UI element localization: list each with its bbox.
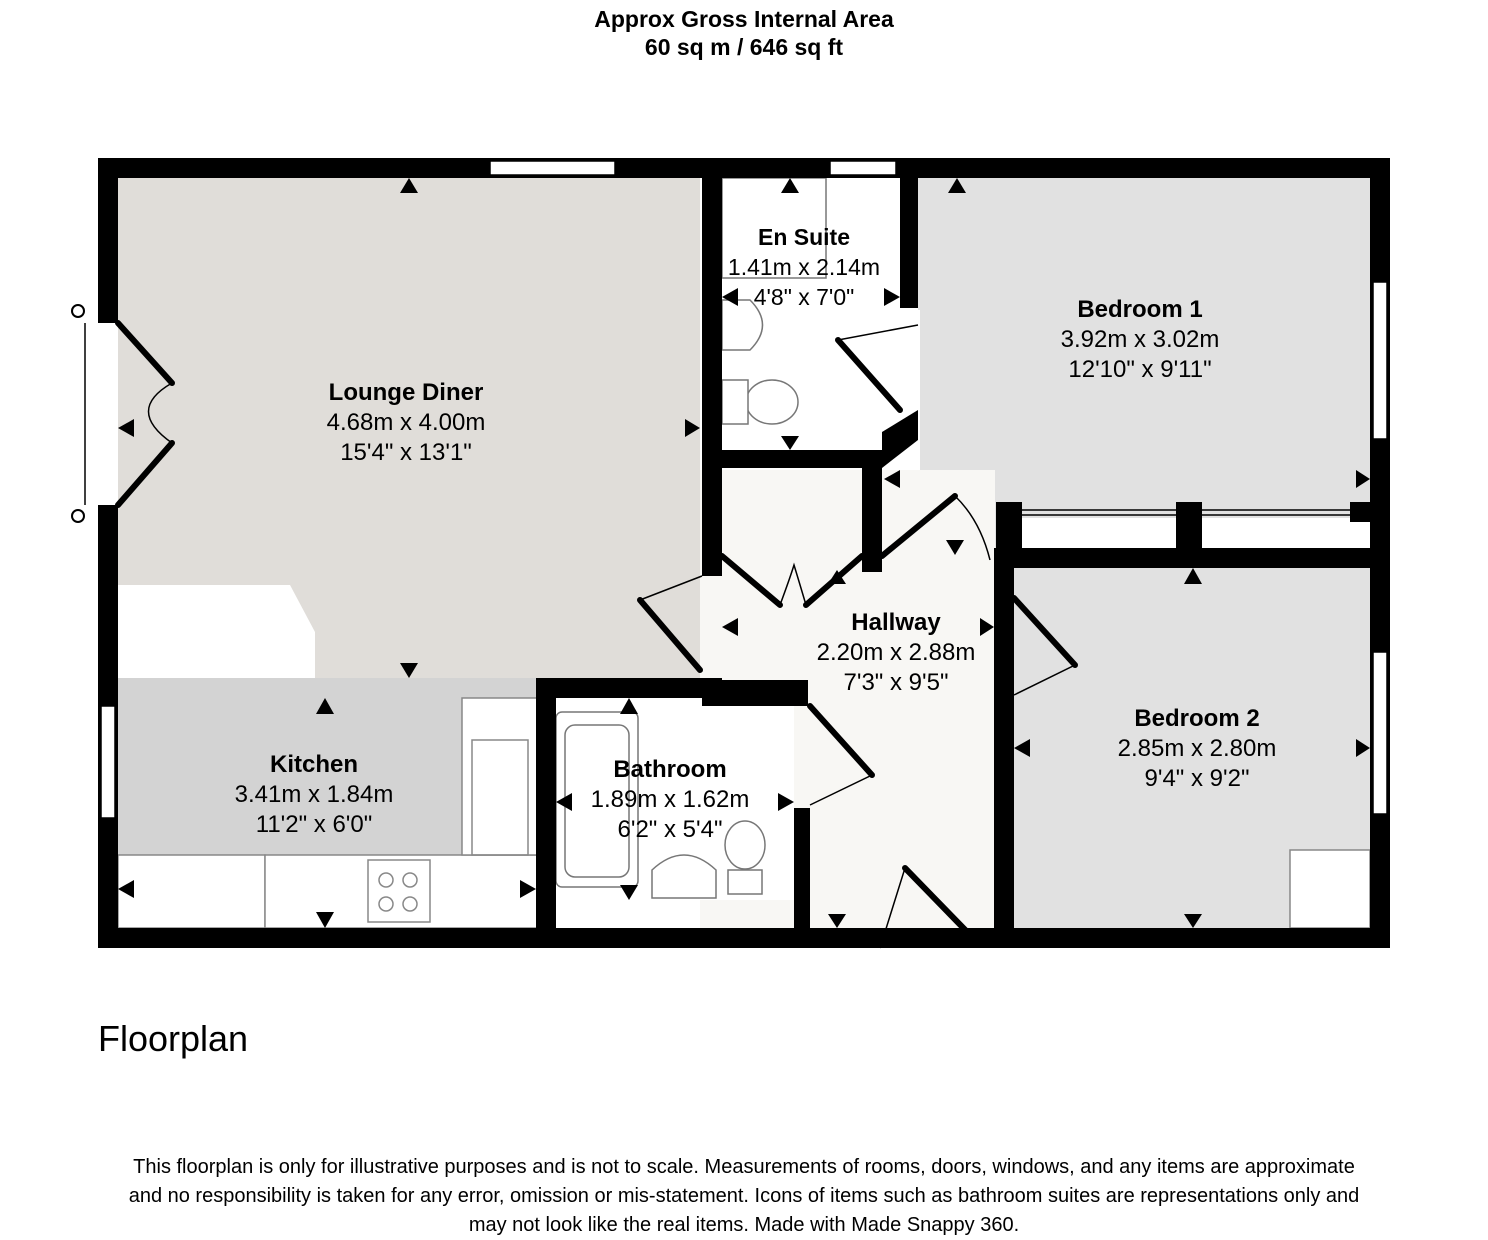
- lounge-label: Lounge Diner 4.68m x 4.00m 15'4" x 13'1": [256, 378, 556, 468]
- door-thick-lines: [115, 320, 1078, 943]
- bedroom1-imperial: 12'10" x 9'11": [1068, 356, 1212, 383]
- ensuite-fixtures: [721, 177, 827, 425]
- bedroom2-imperial: 9'4" x 9'2": [1144, 765, 1250, 792]
- bedroom1-name: Bedroom 1: [1077, 296, 1203, 323]
- measure-arrows: [118, 178, 1370, 928]
- floorplan-drawing: [71, 158, 1390, 949]
- area-title: Approx Gross Internal Area: [594, 6, 894, 32]
- ensuite-label: En Suite 1.41m x 2.14m 4'8" x 7'0": [704, 222, 904, 312]
- hallway-name: Hallway: [851, 609, 941, 636]
- disclaimer: This floorplan is only for illustrative …: [0, 1153, 1488, 1240]
- kitchen-units: [117, 697, 1371, 929]
- bedroom2-name: Bedroom 2: [1134, 705, 1260, 732]
- lounge-metric: 4.68m x 4.00m: [326, 409, 486, 436]
- disclaimer-line-1: This floorplan is only for illustrative …: [133, 1156, 1355, 1178]
- bathroom-metric: 1.89m x 1.62m: [590, 786, 750, 813]
- kitchen-label: Kitchen 3.41m x 1.84m 11'2" x 6'0": [184, 750, 444, 840]
- lounge-name: Lounge Diner: [328, 379, 484, 406]
- bathroom-fixtures: [555, 711, 766, 899]
- hallway-metric: 2.20m x 2.88m: [816, 639, 976, 666]
- lounge-imperial: 15'4" x 13'1": [340, 439, 472, 466]
- kitchen-metric: 3.41m x 1.84m: [234, 781, 394, 808]
- bedroom1-metric: 3.92m x 3.02m: [1060, 326, 1220, 353]
- hallway-label: Hallway 2.20m x 2.88m 7'3" x 9'5": [776, 608, 1016, 698]
- bathroom-label: Bathroom 1.89m x 1.62m 6'2" x 5'4": [560, 755, 780, 845]
- disclaimer-line-3: may not look like the real items. Made w…: [468, 1214, 1020, 1236]
- bedroom2-metric: 2.85m x 2.80m: [1117, 735, 1277, 762]
- bedroom1-label: Bedroom 1 3.92m x 3.02m 12'10" x 9'11": [1010, 295, 1270, 385]
- internal-walls: [536, 178, 1390, 948]
- bathroom-imperial: 6'2" x 5'4": [617, 816, 723, 843]
- ensuite-name: En Suite: [757, 224, 850, 250]
- kitchen-imperial: 11'2" x 6'0": [255, 811, 373, 838]
- ensuite-metric: 1.41m x 2.14m: [727, 254, 881, 280]
- floor-title: Floorplan: [98, 1018, 249, 1059]
- hallway-imperial: 7'3" x 9'5": [843, 669, 949, 696]
- breakfast-bar: [118, 585, 315, 688]
- kitchen-name: Kitchen: [269, 751, 358, 778]
- door-hinges: [71, 304, 85, 523]
- bathroom-name: Bathroom: [613, 756, 727, 783]
- ensuite-imperial: 4'8" x 7'0": [753, 284, 855, 310]
- bedroom2-label: Bedroom 2 2.85m x 2.80m 9'4" x 9'2": [1067, 704, 1327, 794]
- area-header: Approx Gross Internal Area 60 sq m / 646…: [0, 5, 1488, 61]
- disclaimer-line-2: and no responsibility is taken for any e…: [128, 1185, 1360, 1207]
- windows: [100, 160, 1388, 819]
- area-value: 60 sq m / 646 sq ft: [644, 34, 844, 60]
